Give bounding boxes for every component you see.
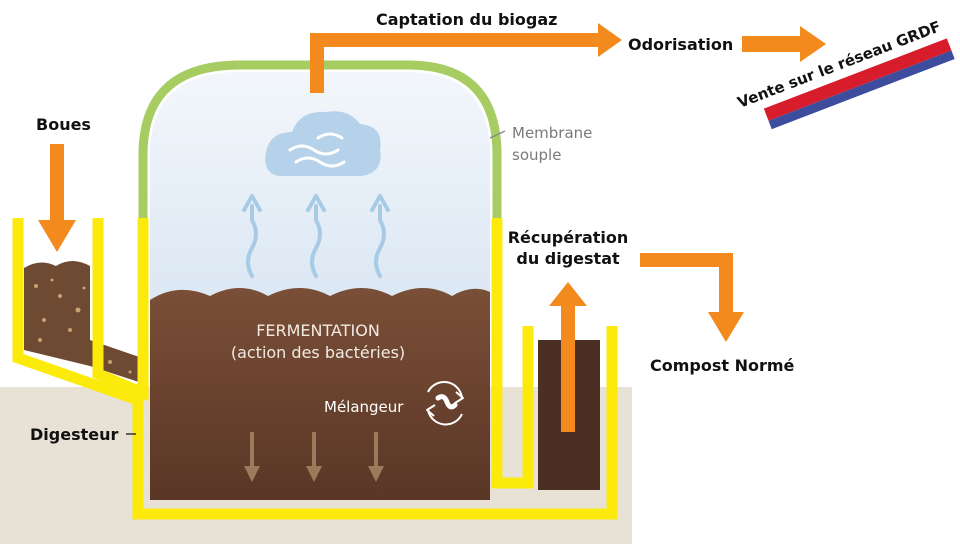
rising-gas-arrows: [242, 194, 390, 278]
digestate-mass: [150, 288, 490, 500]
biogas-capture-arrow: [310, 23, 622, 93]
digester-walls: [12, 218, 618, 520]
membrane-label-line1: Membrane: [512, 124, 592, 142]
recuperation-label-line1: Récupération: [508, 228, 629, 247]
process-arrows: [38, 23, 826, 432]
grid-pipe: [763, 38, 955, 130]
odorisation-label: Odorisation: [628, 35, 733, 54]
fermentation-subtitle: (action des bactéries): [231, 343, 405, 362]
biogas-cloud-icon: [265, 111, 381, 176]
digesteur-label: Digesteur: [30, 425, 118, 444]
digestate-recovery-arrow: [549, 282, 587, 432]
mixer-label: Mélangeur: [324, 398, 404, 416]
sludge-input-arrow: [38, 144, 76, 252]
membrane-label-line2: souple: [512, 146, 561, 164]
compost-label: Compost Normé: [650, 356, 795, 375]
recuperation-label-line2: du digestat: [516, 249, 620, 268]
boues-label: Boues: [36, 115, 91, 134]
sludge-inlet-contents: [24, 261, 148, 385]
mixer-icon: [426, 381, 464, 426]
settling-arrows: [244, 432, 384, 482]
membrane-leader: [489, 130, 506, 139]
fermentation-title: FERMENTATION: [256, 321, 380, 340]
odorisation-arrow: [742, 26, 826, 62]
captation-label: Captation du biogaz: [376, 10, 557, 29]
compost-arrow: [640, 253, 744, 342]
gas-space: [150, 72, 490, 300]
